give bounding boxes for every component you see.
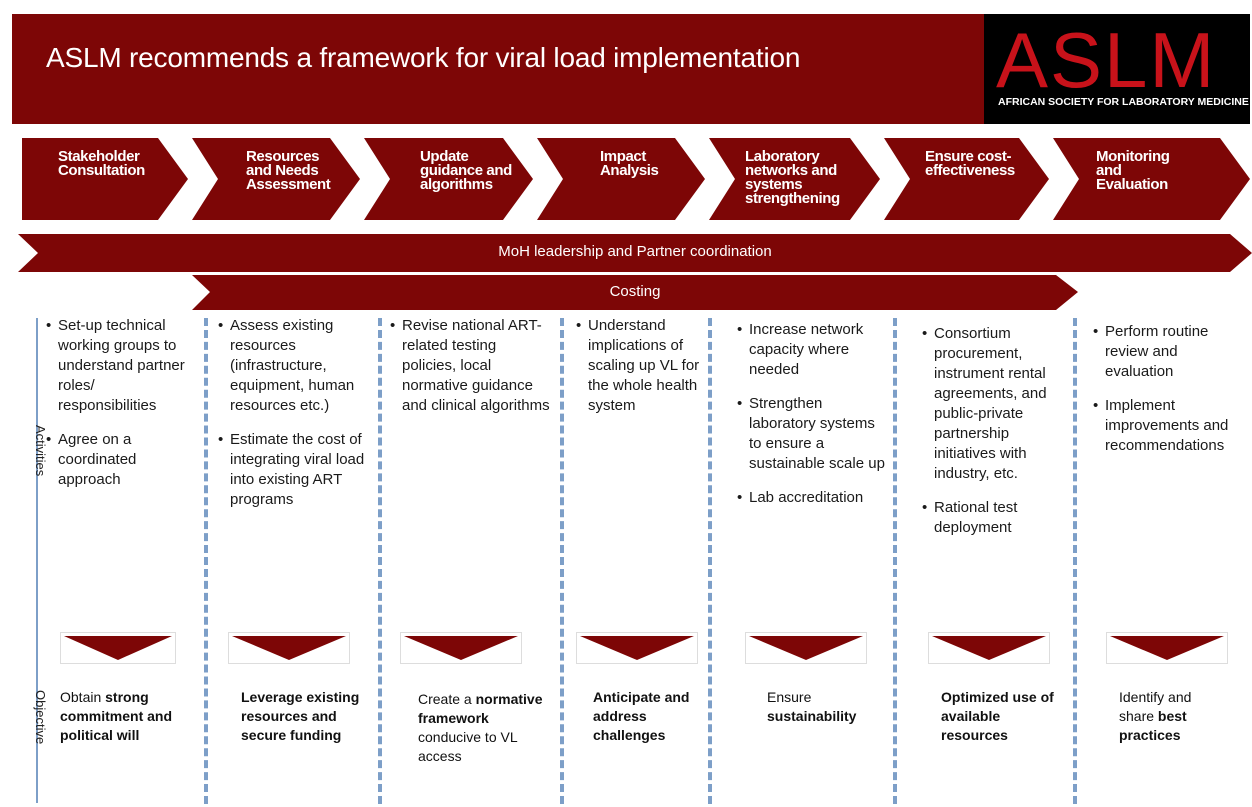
step-chevron: [22, 138, 188, 220]
activities-column-7: Perform routine review and evaluationImp…: [1093, 322, 1243, 470]
activity-bullet: Implement improvements and recommendatio…: [1093, 396, 1243, 456]
activities-column-5: Increase network capacity where neededSt…: [737, 320, 887, 522]
step-chevron: [537, 138, 705, 220]
step-chevron: [364, 138, 533, 220]
activity-bullet: Agree on a coordinated approach: [46, 430, 196, 490]
activities-column-2: Assess existing resources (infrastructur…: [218, 316, 368, 524]
activities-column-4: Understand implications of scaling up VL…: [576, 316, 701, 430]
step-chevron: [1053, 138, 1250, 220]
logo-subtitle: AFRICAN SOCIETY FOR LABORATORY MEDICINE: [998, 96, 1249, 108]
step-label: Ensure cost- effectiveness: [925, 148, 1015, 179]
leadership-bar-label: MoH leadership and Partner coordination: [498, 243, 772, 260]
activities-column-3: Revise national ART-related testing poli…: [390, 316, 550, 430]
step-label: Laboratory networks and systems strength…: [745, 148, 840, 207]
costing-bar: Costing: [192, 275, 1078, 310]
down-arrow-icon: [400, 632, 522, 664]
activity-bullet: Understand implications of scaling up VL…: [576, 316, 701, 416]
activity-bullet: Strengthen laboratory systems to ensure …: [737, 394, 887, 474]
objective-side-label: Objective: [33, 690, 48, 745]
down-arrow-icon: [60, 632, 176, 664]
down-arrow-icon: [1106, 632, 1228, 664]
objective-4: Anticipate and address challenges: [593, 689, 690, 743]
column-divider: [1073, 318, 1077, 804]
objective-5: Ensure sustainability: [767, 689, 857, 724]
costing-bar-label: Costing: [609, 283, 661, 300]
activity-bullet: Set-up technical working groups to under…: [46, 316, 196, 416]
objective-6: Optimized use of available resources: [941, 689, 1054, 743]
step-label: Stakeholder Consultation: [58, 148, 145, 179]
logo-wordmark: ASLM: [996, 16, 1217, 104]
down-arrow-icon: [928, 632, 1050, 664]
column-divider: [560, 318, 564, 804]
objective-2: Leverage existing resources and secure f…: [241, 689, 360, 743]
objective-1: Obtain strong commitment and political w…: [60, 689, 173, 743]
left-axis-line: [36, 318, 38, 803]
activity-bullet: Assess existing resources (infrastructur…: [218, 316, 368, 416]
step-chevron: [192, 138, 360, 220]
step-label: Resources and Needs Assessment: [246, 148, 331, 193]
step-label: Monitoring and Evaluation: [1096, 148, 1170, 193]
aslm-logo: ASLM AFRICAN SOCIETY FOR LABORATORY MEDI…: [984, 14, 1250, 124]
activity-bullet: Lab accreditation: [737, 488, 887, 508]
step-label: Update guidance and algorithms: [420, 148, 512, 193]
activity-bullet: Estimate the cost of integrating viral l…: [218, 430, 368, 510]
down-arrow-icon: [576, 632, 698, 664]
activities-column-1: Set-up technical working groups to under…: [46, 316, 196, 504]
objective-7: Identify and share best practices: [1119, 689, 1192, 743]
leadership-bar: MoH leadership and Partner coordination: [18, 234, 1252, 272]
activity-bullet: Rational test deployment: [922, 498, 1067, 538]
process-steps: [22, 138, 1250, 220]
step-chevron: [709, 138, 880, 220]
column-divider: [708, 318, 712, 804]
activity-bullet: Consortium procurement, instrument renta…: [922, 324, 1067, 484]
activity-bullet: Perform routine review and evaluation: [1093, 322, 1243, 382]
page-title: ASLM recommends a framework for viral lo…: [46, 42, 801, 73]
activity-bullet: Increase network capacity where needed: [737, 320, 887, 380]
column-divider: [378, 318, 382, 804]
activity-bullet: Revise national ART-related testing poli…: [390, 316, 550, 416]
column-divider: [204, 318, 208, 804]
down-arrow-icon: [228, 632, 350, 664]
down-arrow-icon: [745, 632, 867, 664]
objective-3: Create a normative framework conducive t…: [418, 691, 543, 764]
column-divider: [893, 318, 897, 804]
activities-column-6: Consortium procurement, instrument renta…: [922, 324, 1067, 552]
step-chevron: [884, 138, 1049, 220]
step-label: Impact Analysis: [600, 148, 659, 179]
